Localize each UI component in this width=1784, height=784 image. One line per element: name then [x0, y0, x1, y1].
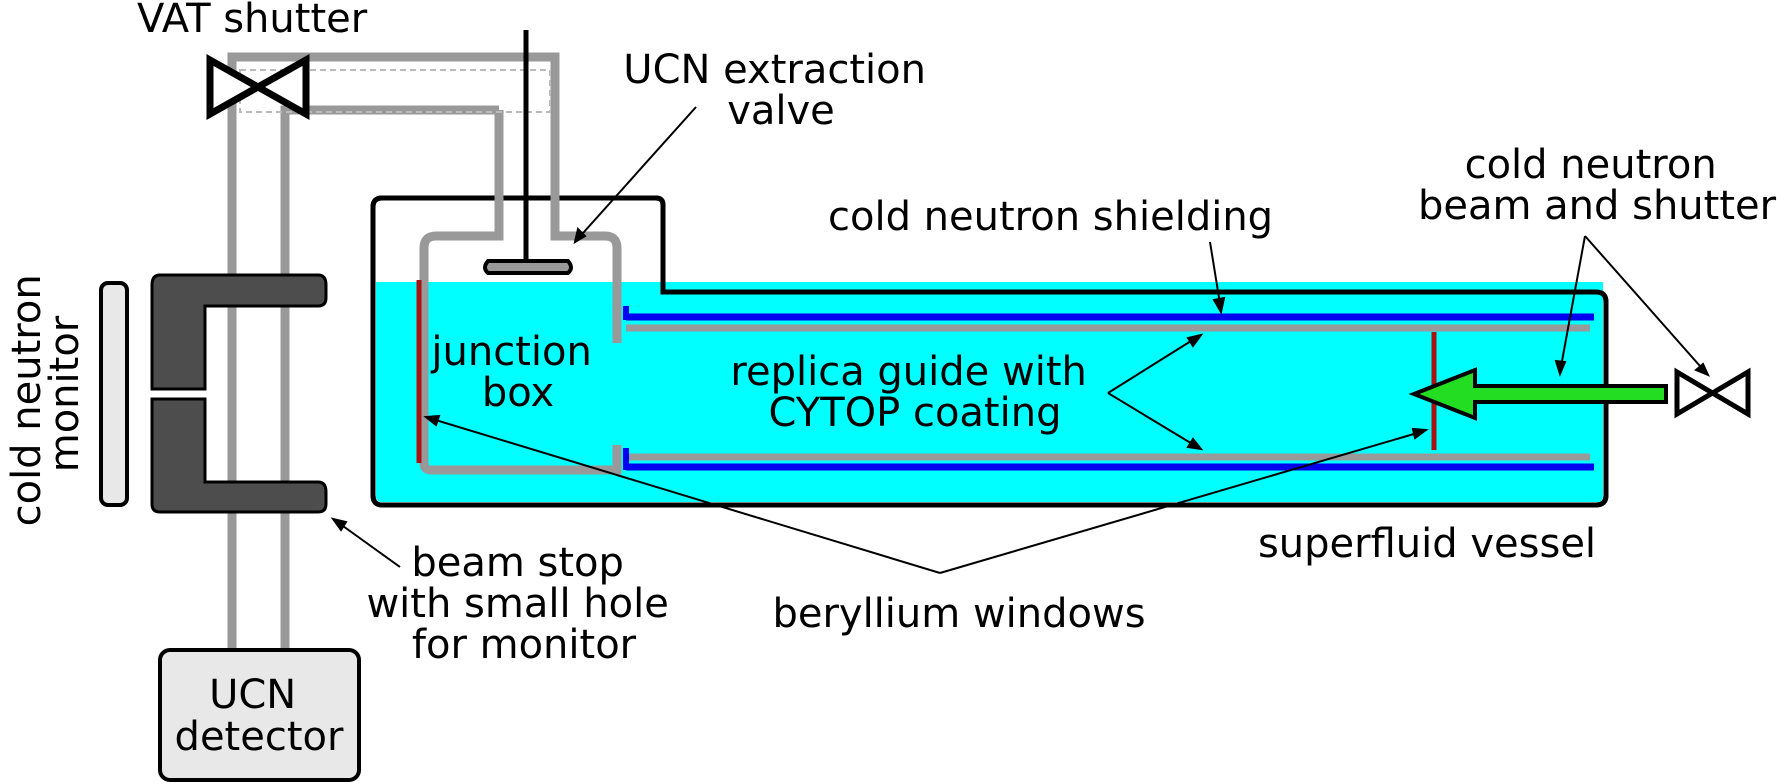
- label-ucn-extraction-valve-line2: valve: [727, 88, 835, 134]
- leader-shutter: [1584, 235, 1708, 375]
- label-cold-neutron-beam-line1: cold neutron: [1465, 142, 1717, 188]
- leader-beryllium-right-head: [1411, 427, 1429, 440]
- vat-shutter-icon: [206, 54, 310, 120]
- leader-beryllium-left-head: [423, 414, 441, 427]
- vessel-outline-top: [370, 195, 1609, 508]
- label-replica-guide-line2: CYTOP coating: [769, 390, 1062, 436]
- label-superfluid-vessel: superfluid vessel: [1258, 521, 1596, 567]
- cold-neutron-shutter-icon: [1674, 367, 1751, 419]
- leader-lines: [330, 106, 1710, 574]
- leader-beam-head: [1554, 359, 1567, 377]
- label-ucn-extraction-valve: UCN extraction valve: [623, 47, 938, 134]
- label-cold-neutron-monitor-line1: cold neutron: [4, 274, 50, 526]
- label-junction-box: junction box: [430, 329, 604, 416]
- label-ucn-detector: UCN detector: [175, 672, 344, 760]
- leader-shielding-head: [1212, 296, 1226, 315]
- superfluid-vessel: [370, 195, 1609, 508]
- junction-box-wall: [227, 52, 622, 652]
- label-cold-neutron-shielding: cold neutron shielding: [828, 194, 1273, 240]
- label-cold-neutron-beam: cold neutron beam and shutter: [1418, 142, 1777, 229]
- guide-inner-pipe: [280, 105, 499, 652]
- junction-box: [227, 52, 622, 652]
- leader-beryllium-left: [428, 417, 941, 574]
- cold-neutron-beam-arrow: [1408, 367, 1668, 421]
- junction-box-inner: [419, 110, 622, 475]
- valve-disc: [483, 259, 573, 275]
- label-cold-neutron-monitor: cold neutron monitor: [4, 262, 88, 527]
- label-beam-stop-line2: with small hole: [366, 581, 668, 627]
- leader-beam-stop-head: [330, 517, 348, 532]
- leader-beam: [1559, 235, 1586, 373]
- leader-extraction-valve-head: [573, 227, 587, 245]
- label-ucn-detector-line1: UCN: [209, 672, 296, 718]
- label-replica-guide: replica guide with CYTOP coating: [730, 349, 1099, 436]
- leader-guide-top-head: [1186, 333, 1204, 348]
- ucn-detector: [158, 648, 361, 782]
- replica-guide: [623, 306, 1594, 471]
- leader-extraction-valve: [574, 106, 697, 243]
- label-vat-shutter: VAT shutter: [137, 0, 368, 42]
- label-beam-stop-line1: beam stop: [411, 540, 624, 586]
- label-ucn-detector-line2: detector: [175, 714, 344, 760]
- leader-beryllium-right: [939, 430, 1425, 574]
- leader-beam-stop: [335, 520, 401, 568]
- leader-guide-top: [1107, 335, 1200, 394]
- label-cold-neutron-monitor-line2: monitor: [42, 315, 88, 472]
- leader-guide-bottom-head: [1186, 437, 1204, 451]
- superfluid-helium: [376, 282, 1603, 502]
- leader-shutter-head: [1694, 362, 1710, 377]
- beam-stop: [150, 273, 328, 514]
- leader-guide-bottom: [1107, 392, 1200, 449]
- label-ucn-extraction-valve-line1: UCN extraction: [623, 47, 926, 93]
- label-beam-stop-line3: for monitor: [412, 622, 637, 668]
- label-cold-neutron-beam-line2: beam and shutter: [1418, 183, 1777, 229]
- label-replica-guide-line1: replica guide with: [730, 349, 1086, 395]
- label-junction-box-line2: box: [482, 370, 554, 416]
- cold-neutron-monitor: [99, 281, 129, 507]
- label-beryllium-windows: beryllium windows: [772, 591, 1145, 637]
- ucn-extraction-valve: [483, 30, 573, 275]
- label-junction-box-line1: junction: [430, 329, 591, 375]
- label-beam-stop: beam stop with small hole for monitor: [366, 540, 681, 668]
